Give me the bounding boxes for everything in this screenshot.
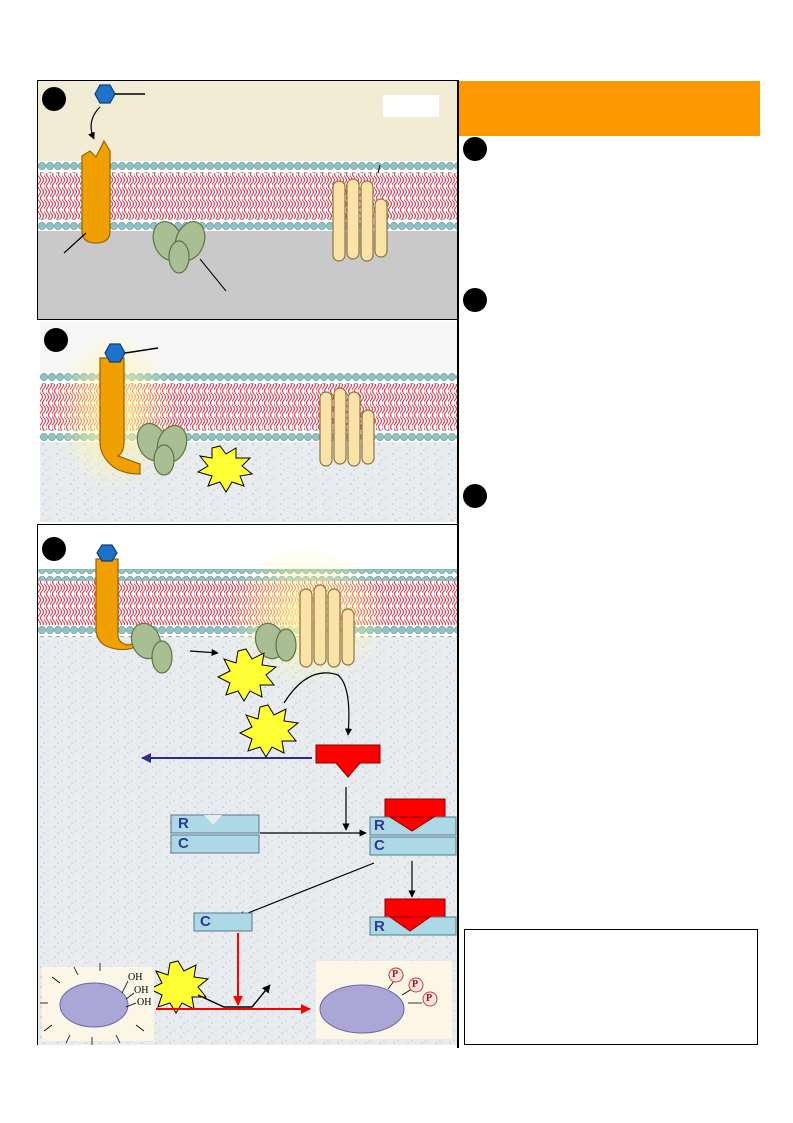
panel-step-1 [37,80,458,320]
camp-bound [384,798,446,820]
phosphate-label-1: P [392,969,399,980]
phosphate-label-2: P [412,979,419,990]
camp-molecule [315,744,381,778]
gtp-burst [216,648,278,702]
right-step-3-marker [463,484,487,508]
right-step-2-marker [463,288,487,312]
substrate-protein-phosphorylated [319,984,405,1034]
g-protein-pointer [199,258,227,292]
hydroxyl-1: OH [128,972,143,983]
step-3-marker [42,537,66,561]
membrane-outer-heads [38,161,457,173]
header-bar [459,81,760,136]
panel-2-diagram [40,322,458,522]
ligand-hexagon [94,84,116,104]
p-bond-1 [387,980,395,990]
pka-catalytic-label: C [178,835,189,852]
hydroxyl-3: OH [137,997,152,1008]
oh-bond-3 [125,1002,137,1008]
panel-step-3: R C R C C R OH OH OH P P P [37,524,459,1045]
pka-regulatory-label: R [178,815,189,832]
panel-3-diagram [38,525,459,1045]
hydroxyl-2: OH [134,985,149,996]
g-protein-on-cyclase [254,622,297,662]
second-messenger-burst [196,445,254,493]
g-protein-subunit [130,622,173,674]
pka-catalytic-free-label: C [200,913,211,930]
pka-regulatory-free-label: R [374,918,385,935]
adenylyl-cyclase [299,584,355,668]
summary-box [464,929,758,1045]
substrate-protein-inactive [59,982,129,1028]
ligand-pointer [124,347,159,354]
phosphate-1 [388,967,404,983]
camp-in-free-pocket [388,916,432,932]
column-divider [457,80,459,1048]
receptor [95,558,137,651]
pka-catalytic-free [193,912,253,932]
oh-bond-1 [121,980,129,994]
adenylyl-cyclase [332,178,388,262]
atp-burst [238,704,300,758]
camp-production-arrow [283,672,353,736]
camp-in-pocket [388,816,436,832]
label-box [383,95,439,117]
receptor [99,357,141,475]
camp-bound-free [384,898,446,920]
cyclase-pointer [377,164,381,174]
ligand-binding-arrow [88,106,101,140]
p-bond-2 [401,988,413,996]
g-protein [136,422,188,476]
pka-catalytic-inactive [170,834,260,854]
pka-catalytic-bound-label: C [374,837,385,854]
phosphate-2 [408,977,424,993]
phosphate-3 [422,991,438,1007]
step-2-marker [44,328,68,352]
panel-step-2 [40,322,458,522]
receptor [81,139,111,244]
ligand-hexagon [104,343,126,363]
activation-arrow [189,648,219,657]
right-step-1-marker [463,137,487,161]
g-protein [152,221,206,274]
step-1-marker [42,87,66,111]
cytoplasm [38,231,457,319]
atp-to-adp-arrow [197,984,271,1008]
adenylyl-cyclase [319,387,375,467]
panel-1-diagram [38,81,457,319]
catalytic-release-arrow [237,862,375,918]
pka-regulatory-active-label: R [374,817,385,834]
phosphate-label-3: P [426,993,433,1004]
pka-catalytic-bound [369,836,457,856]
regulatory-binding-pocket [192,815,234,825]
oh-bond-2 [125,992,135,1000]
substrate-rays [40,963,145,1045]
receptor-pointer [63,232,87,254]
ligand-hexagon [96,544,118,562]
